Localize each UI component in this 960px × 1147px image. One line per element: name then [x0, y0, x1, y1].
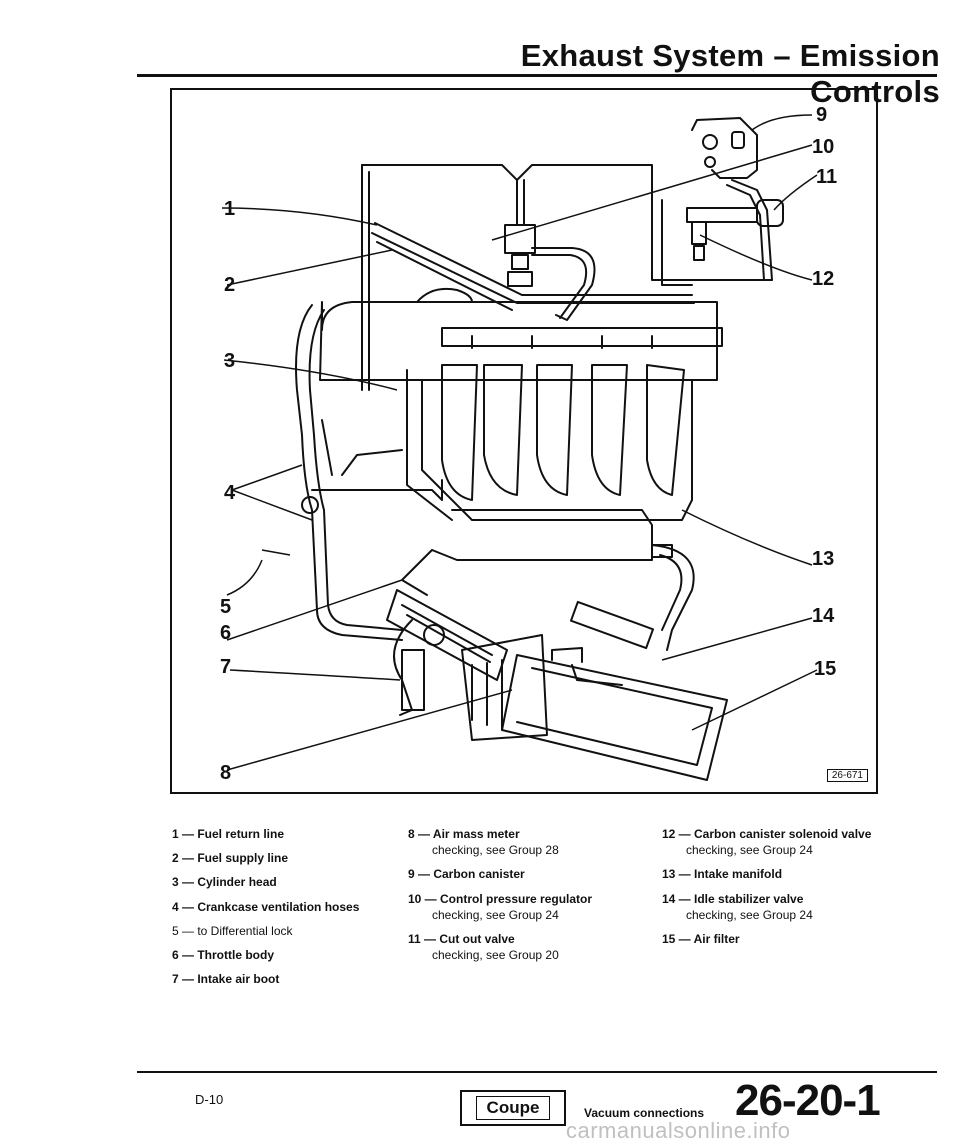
callout-11: 11: [816, 166, 838, 188]
header-rule: [137, 74, 937, 77]
footer-code: D-10: [195, 1092, 224, 1107]
model-badge: Coupe: [460, 1090, 566, 1126]
legend-item: 2 — Fuel supply line: [172, 851, 289, 866]
legend-item: 6 — Throttle body: [172, 947, 274, 962]
page-title: Exhaust System – Emission Controls: [520, 38, 940, 109]
legend-item: 3 — Cylinder head: [172, 875, 277, 890]
legend-column-2: 8 — Air mass meter checking, see Group 2…: [408, 826, 628, 971]
callout-6: 6: [220, 622, 232, 644]
callout-13: 13: [812, 548, 835, 570]
legend-item: 12 — Carbon canister solenoid valve chec…: [662, 827, 872, 858]
footer-rule: [137, 1071, 937, 1073]
engine-diagram: 1 2 3 4 5 6 7 8 9 10 11 12 13 14 15 26-6…: [170, 88, 878, 794]
legend-item: 9 — Carbon canister: [408, 867, 525, 882]
callout-15: 15: [814, 658, 837, 680]
legend-item: 7 — Intake air boot: [172, 972, 280, 987]
legend-item: 13 — Intake manifold: [662, 867, 783, 882]
section-name: Vacuum connections: [584, 1106, 705, 1120]
watermark: carmanualsonline.info: [566, 1118, 791, 1143]
legend-column-3: 12 — Carbon canister solenoid valve chec…: [662, 826, 892, 955]
model-label: Coupe: [475, 1096, 551, 1120]
legend-item: 14 — Idle stabilizer valve checking, see…: [662, 891, 813, 922]
legend-column-1: 1 — Fuel return line 2 — Fuel supply lin…: [172, 826, 372, 995]
callout-7: 7: [220, 656, 232, 678]
legend-item: 11 — Cut out valve checking, see Group 2…: [408, 931, 559, 963]
callout-2: 2: [224, 274, 236, 296]
callout-14: 14: [812, 605, 835, 627]
leader-lines: [221, 114, 818, 771]
page-number: 26-20-1: [735, 1076, 881, 1125]
callout-3: 3: [224, 350, 236, 372]
legend-item: 1 — Fuel return line: [172, 827, 285, 841]
legend-item: 4 — Crankcase ventilation hoses: [172, 899, 360, 914]
callout-10: 10: [812, 136, 835, 158]
callout-1: 1: [224, 198, 236, 220]
legend-item: 5 — to Differential lock: [172, 923, 293, 938]
callout-4: 4: [224, 482, 236, 504]
callout-9: 9: [816, 104, 828, 126]
callout-8: 8: [220, 762, 232, 784]
callout-12: 12: [812, 268, 835, 290]
engine-drawing: [295, 117, 784, 781]
callout-5: 5: [220, 596, 232, 618]
legend-item: 15 — Air filter: [662, 931, 740, 946]
figure-code: 26-671: [826, 769, 868, 782]
legend-item: 8 — Air mass meter checking, see Group 2…: [408, 827, 559, 858]
legend-item: 10 — Control pressure regulator checking…: [408, 891, 593, 922]
